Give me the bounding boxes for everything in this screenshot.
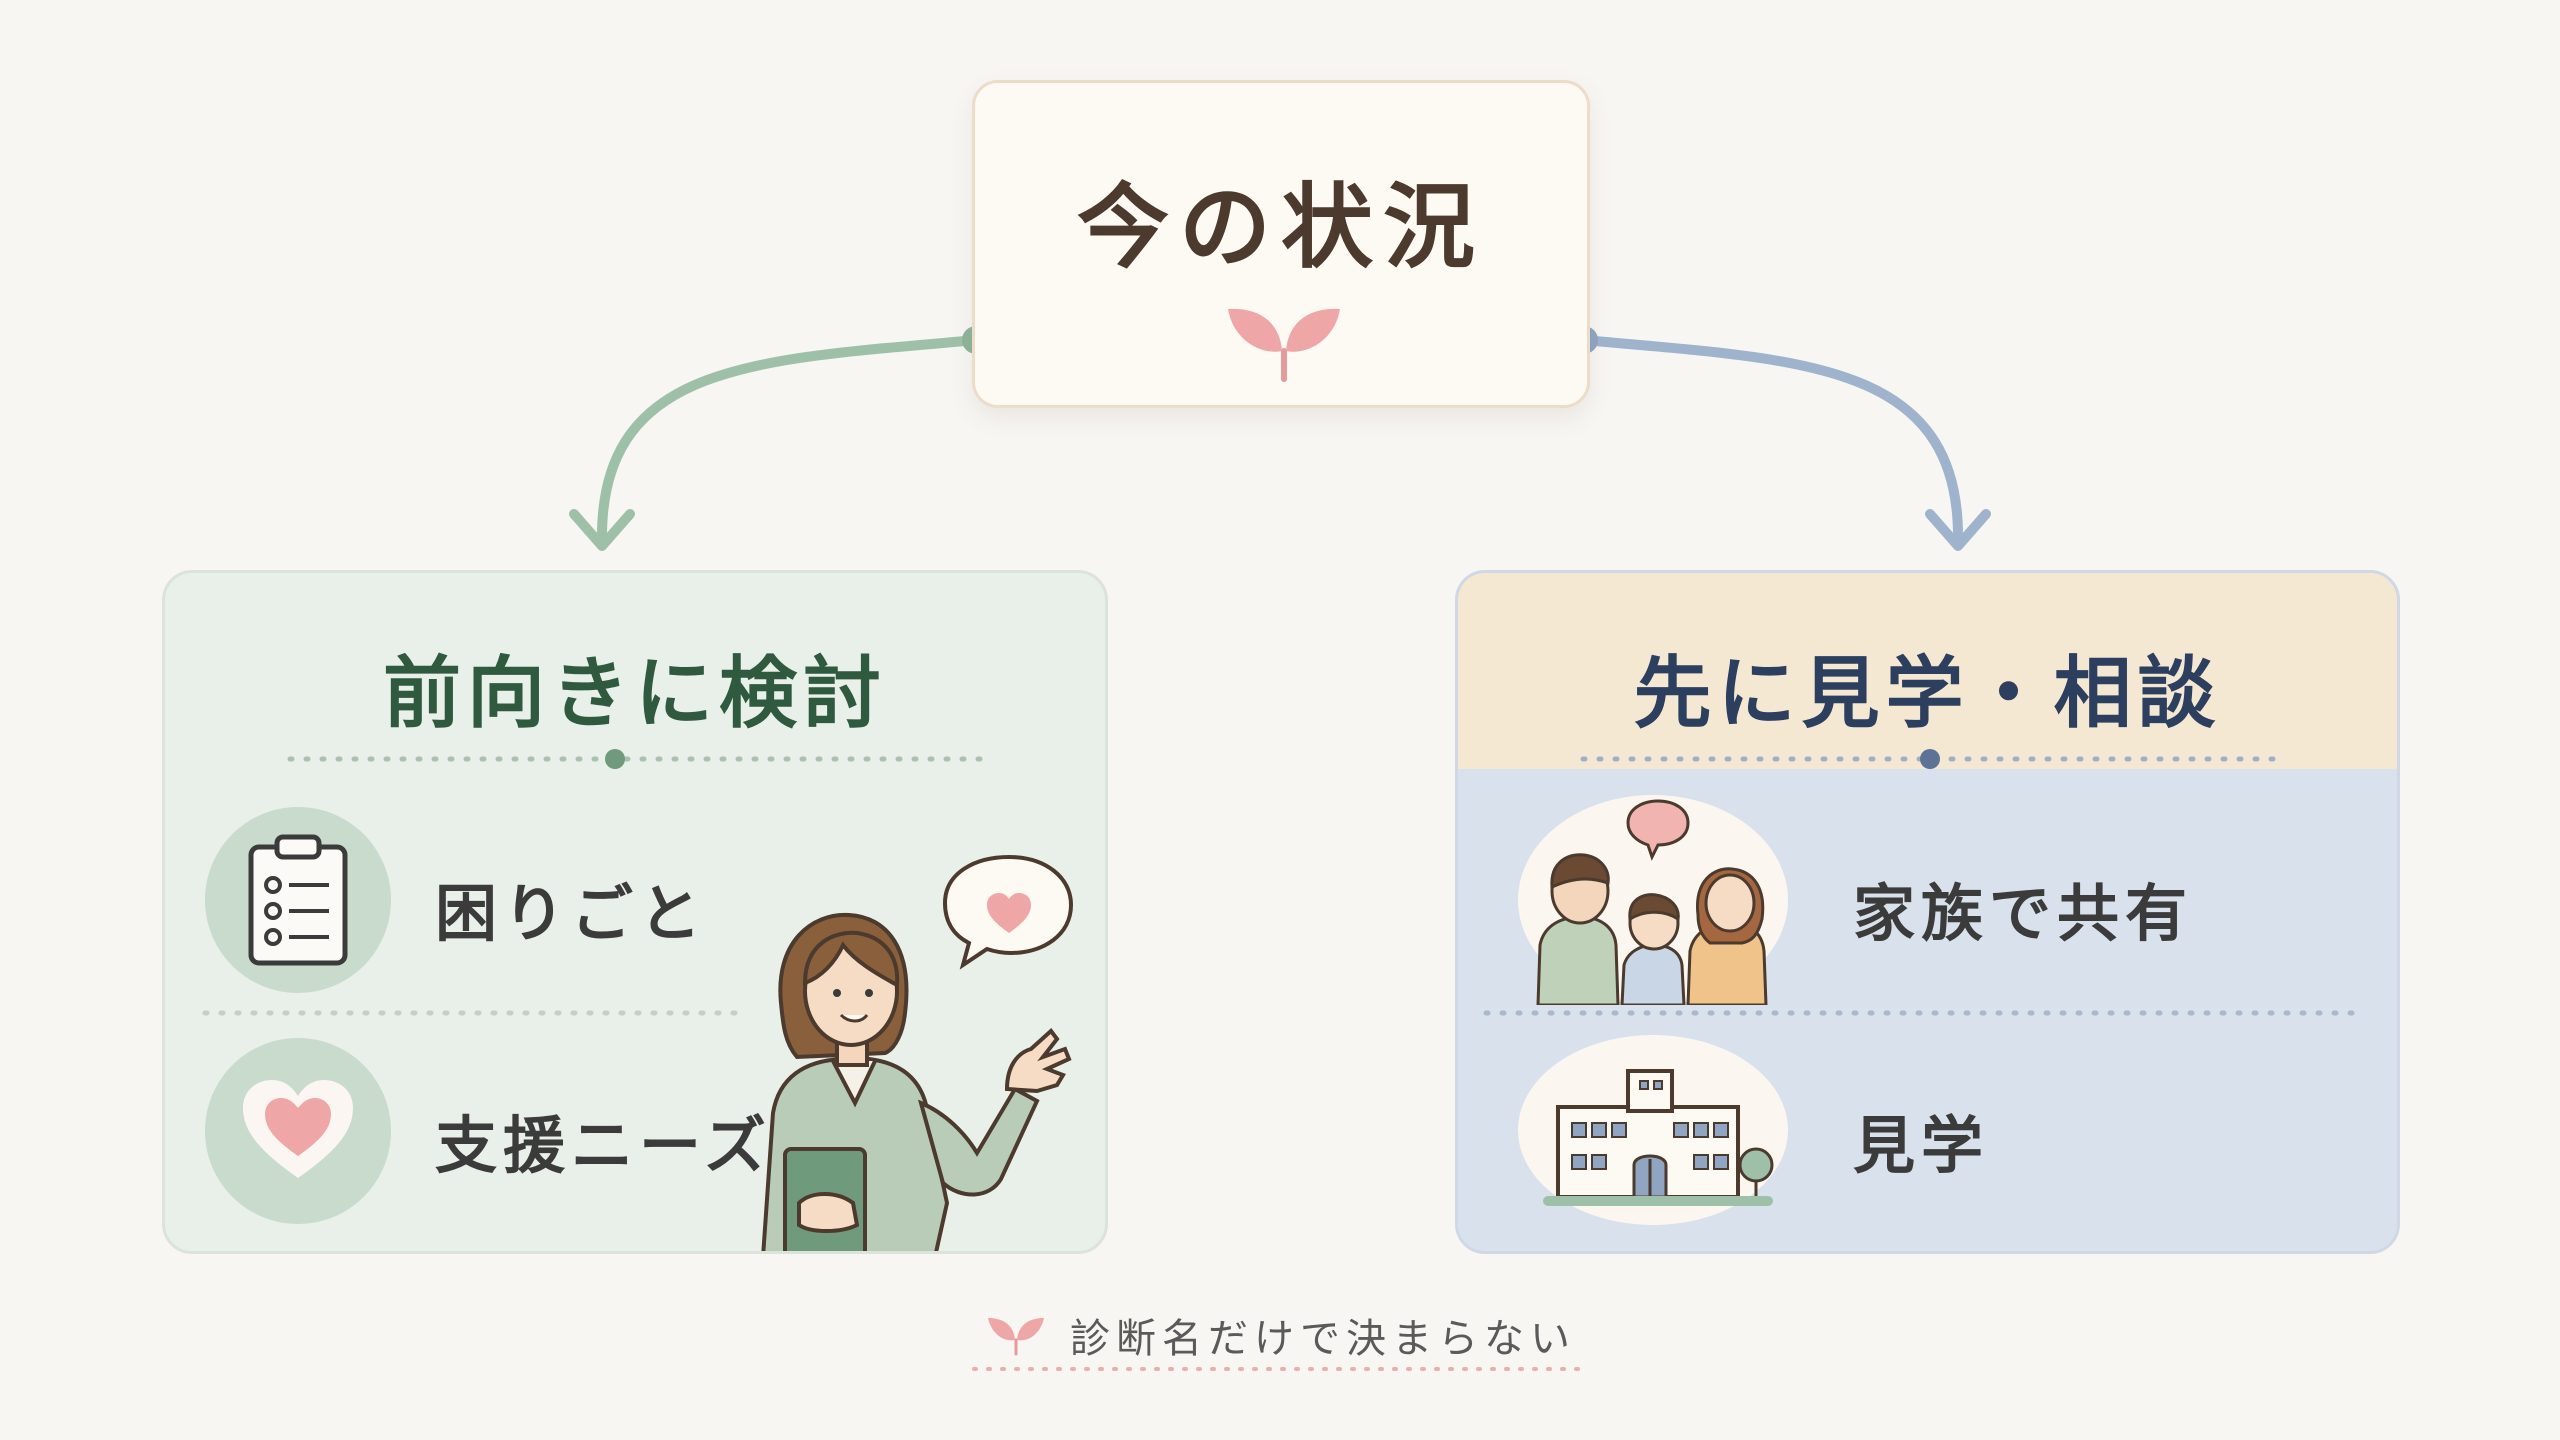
current-situation-node: 今の状況 [972, 80, 1590, 408]
clipboard-icon-circle [205, 807, 391, 993]
left-panel-dividers [202, 749, 988, 1016]
school-building-icon [1543, 1069, 1774, 1206]
right-option-panel: 先に見学・相談 家族で共有 [1455, 570, 2400, 1254]
right-panel-title: 先に見学・相談 [1633, 649, 2222, 739]
left-item-label: 困りごと [435, 877, 708, 950]
left-item-label: 支援ニーズ [435, 1109, 772, 1182]
footer-dotted-rule [972, 1367, 1588, 1371]
right-arrowhead [1925, 509, 1991, 551]
heart-icon-circle [205, 1038, 391, 1224]
sprout-icon [988, 1318, 1044, 1356]
right-panel-dividers [1483, 749, 2366, 1016]
school-icon-blob [1518, 1035, 1788, 1225]
right-item-label: 見学 [1853, 1109, 1990, 1182]
left-arrowhead [569, 509, 635, 551]
current-situation-title: 今の状況 [1076, 174, 1485, 281]
family-icon-blob [1518, 795, 1788, 1005]
right-connector [1579, 335, 1964, 545]
left-connector [596, 335, 981, 545]
right-item-label: 家族で共有 [1853, 877, 2194, 950]
right-panel-header [1458, 573, 2397, 769]
left-option-panel: 前向きに検討 困りごと 支援ニーズ [162, 570, 1108, 1254]
heart-icon [243, 1080, 353, 1178]
footer-note: 診断名だけで決まらない [1070, 1316, 1576, 1362]
family-icon [1536, 799, 1768, 1005]
teacher-illustration [761, 854, 1074, 1251]
speech-bubble-heart-icon [942, 854, 1074, 970]
sprout-icon [1228, 308, 1340, 382]
clipboard-icon [248, 834, 348, 966]
left-panel-title: 前向きに検討 [382, 649, 887, 739]
